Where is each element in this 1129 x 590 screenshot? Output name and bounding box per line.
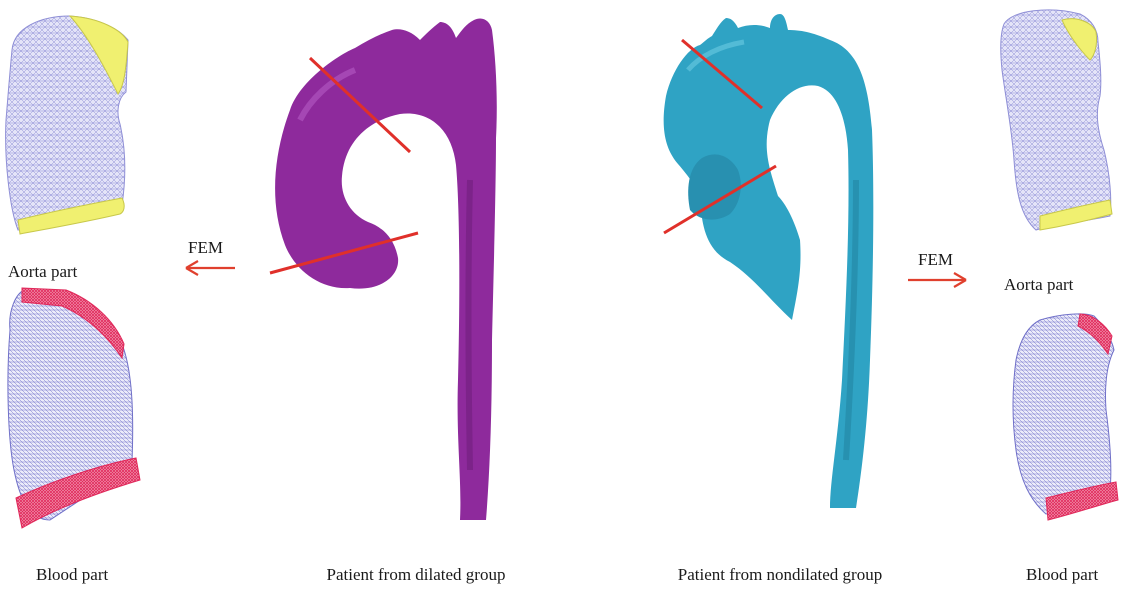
dilated-patient-caption: Patient from dilated group — [327, 565, 506, 585]
nondilated-aorta-model — [664, 14, 874, 508]
blood-part-mesh-left — [8, 288, 140, 528]
aorta-part-label-left: Aorta part — [8, 262, 77, 282]
aorta-part-mesh-left — [6, 16, 128, 234]
blood-part-mesh-right — [1013, 314, 1118, 520]
arrow-right-icon — [908, 273, 966, 287]
aorta-part-label-right: Aorta part — [1004, 275, 1073, 295]
blood-part-label-right: Blood part — [1026, 565, 1098, 585]
blood-part-label-left: Blood part — [36, 565, 108, 585]
aorta-part-mesh-right — [1001, 10, 1112, 230]
dilated-aorta-model — [270, 18, 497, 520]
nondilated-patient-caption: Patient from nondilated group — [678, 565, 882, 585]
arrow-left-icon — [186, 261, 235, 275]
fem-label-left: FEM — [188, 238, 223, 258]
fem-label-right: FEM — [918, 250, 953, 270]
